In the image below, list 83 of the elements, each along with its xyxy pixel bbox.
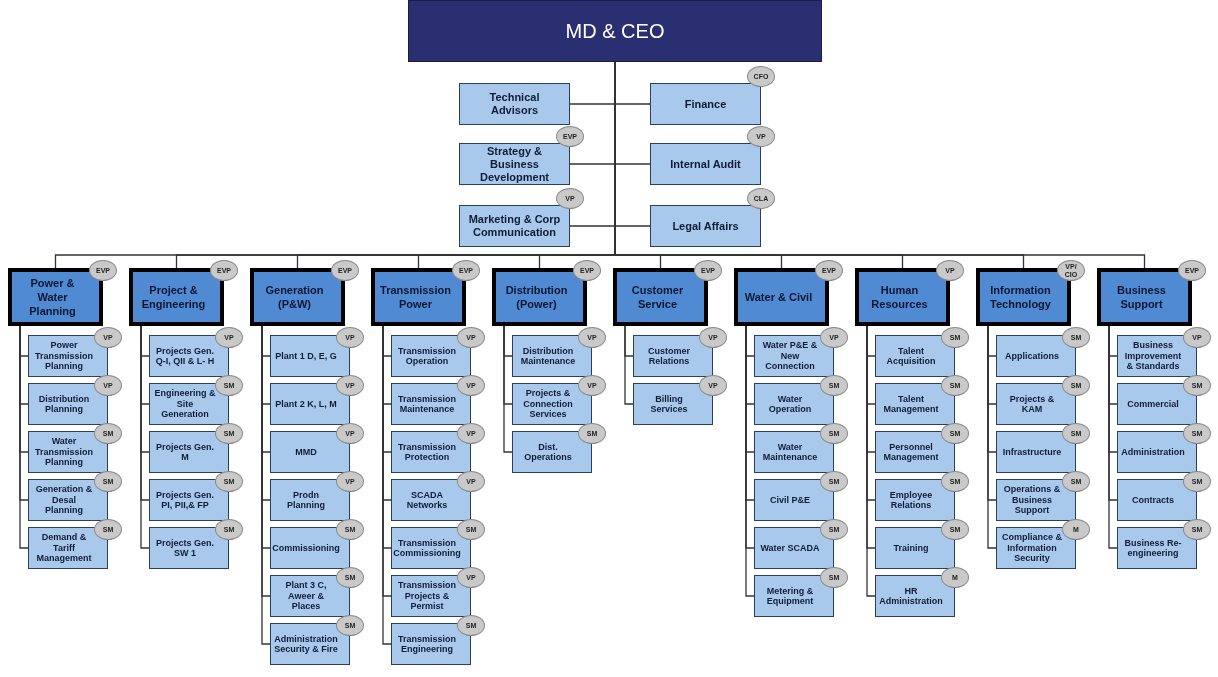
unit-name: Operations & Business Support [1002, 484, 1062, 516]
unit-name: Information Technology [989, 283, 1052, 311]
unit-name: Human Resources [870, 283, 929, 311]
unit-name: Water Transmission Planning [34, 436, 94, 468]
unit-name: SCADA Networks [405, 489, 449, 511]
connector-line [987, 325, 997, 549]
unit-name: Transmission Projects & Permist [397, 580, 457, 612]
unit-name: Administration Security & Fire [274, 633, 338, 655]
unit-name: Plant 2 K, L, M [275, 398, 337, 410]
unit-name: Transmission Engineering [397, 633, 457, 655]
unit-name: Technical Advisors [488, 91, 541, 117]
unit-name: Generation & Desal Planning [34, 484, 94, 516]
unit-name: MMD [295, 446, 317, 458]
connector-line [140, 325, 150, 549]
unit-name: Transmission Operation [397, 345, 457, 367]
unit-name: Water P&E & New Connection [761, 340, 819, 372]
unit-name: Contracts [1132, 494, 1174, 506]
connector-line [1108, 325, 1118, 549]
unit-name: Customer Relations [647, 345, 691, 367]
unit-name: MD & CEO [565, 19, 665, 44]
unit-name: Projects Gen. PI, PII,& FP [155, 489, 215, 511]
connector-line [503, 325, 513, 453]
unit-name: Business Support [1116, 283, 1167, 311]
unit-name: Transmission Commissioning [393, 537, 461, 559]
unit-name: Engineering & Site Generation [154, 388, 216, 420]
unit-name: Internal Audit [670, 157, 741, 171]
unit-name: Power & Water Planning [28, 276, 77, 318]
executive-box [408, 0, 822, 62]
unit-name: Projects Gen. SW 1 [155, 537, 215, 559]
unit-name: Prodn Planning [286, 489, 326, 511]
unit-name: Plant 1 D, E, G [275, 350, 337, 362]
unit-name: Legal Affairs [672, 219, 739, 233]
unit-name: Civil P&E [770, 494, 810, 506]
unit-name: Customer Service [630, 283, 685, 311]
unit-name: Administration [1121, 446, 1185, 458]
unit-name: Plant 3 C, Aweer & Places [284, 580, 328, 612]
unit-name: Finance [684, 97, 727, 111]
unit-name: HR Administration [879, 585, 943, 607]
unit-name: Dist. Operations [523, 441, 573, 463]
unit-name: Water SCADA [760, 542, 820, 554]
unit-name: Projects & Connection Services [522, 388, 574, 420]
unit-name: Employee Relations [888, 489, 934, 511]
unit-name: Compliance & Information Security [1001, 532, 1063, 564]
unit-name: Projects Gen. Q-I, QII & L- H [154, 345, 216, 367]
unit-name: Strategy & Business Development [478, 144, 551, 184]
unit-name: Projects Gen. M [155, 441, 215, 463]
unit-name: Distribution Planning [37, 393, 91, 415]
unit-name: Training [893, 542, 929, 554]
unit-name: Marketing & Corp Communication [468, 213, 561, 239]
unit-name: Billing Services [649, 393, 689, 415]
unit-name: Talent Acquisition [885, 345, 937, 367]
staff-unit-box [650, 143, 761, 185]
unit-name: Personnel Management [882, 441, 940, 463]
unit-name: Distribution Maintenance [519, 345, 577, 367]
staff-unit-box [459, 143, 570, 185]
unit-name: Power Transmission Planning [34, 340, 94, 372]
unit-name: Water Operation [767, 393, 813, 415]
connector-line [624, 325, 634, 405]
connector-line [745, 325, 755, 597]
unit-name: Distribution (Power) [504, 283, 569, 311]
unit-name: Commissioning [272, 542, 340, 554]
unit-name: Demand & Tariff Management [35, 532, 93, 564]
unit-name: Project & Engineering [140, 283, 207, 311]
staff-unit-box [650, 83, 761, 125]
unit-name: Business Re-engineering [1123, 537, 1183, 559]
unit-name: Business Improvement & Standards [1123, 340, 1183, 372]
unit-name: Projects & KAM [1008, 393, 1056, 415]
connector-line [866, 325, 876, 597]
unit-name: Talent Management [882, 393, 940, 415]
unit-name: Metering & Equipment [765, 585, 815, 607]
unit-name: Transmission Maintenance [397, 393, 457, 415]
unit-name: Generation (P&W) [264, 283, 325, 311]
staff-unit-box [459, 83, 570, 125]
unit-name: Transmission Protection [397, 441, 457, 463]
unit-name: Applications [1005, 350, 1059, 362]
unit-name: Transmission Power [379, 283, 452, 311]
staff-unit-box [650, 205, 761, 247]
unit-name: Water & Civil [744, 290, 813, 304]
connector-line [19, 325, 29, 549]
unit-name: Infrastructure [1002, 446, 1062, 458]
staff-unit-box [459, 205, 570, 247]
unit-name: Commercial [1127, 398, 1179, 410]
unit-name: Water Maintenance [761, 441, 819, 463]
